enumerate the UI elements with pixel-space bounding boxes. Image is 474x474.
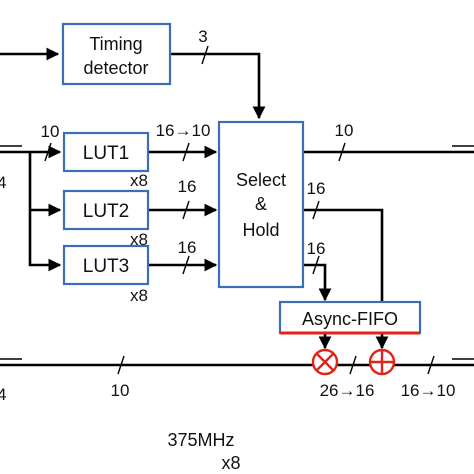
lut3-box	[62, 244, 150, 286]
timing-detector-label-2: detector	[83, 58, 148, 78]
clock-label: 375MHz	[167, 430, 234, 450]
clock-multiplicity: x8	[221, 453, 240, 473]
lut2-out-label: 16	[178, 177, 197, 196]
select-hold-label-2: &	[255, 194, 267, 214]
left-cut-mid-label: 4	[0, 173, 6, 192]
tick-select-out	[338, 142, 346, 162]
adder-icon	[368, 348, 396, 376]
tick-add-out	[427, 355, 435, 375]
wire-lut-branch	[28, 152, 62, 272]
select-hold-label-1: Select	[236, 170, 286, 190]
tick-lut3-out	[182, 255, 190, 275]
multiplier-icon	[311, 348, 339, 376]
tick-select-out2	[312, 200, 320, 220]
tick-timing	[201, 45, 209, 65]
lut2-box	[62, 189, 150, 231]
lut-input-width-label: 10	[41, 122, 60, 141]
lut1-multiplicity: x8	[130, 171, 148, 190]
lut3-out-label: 16	[178, 238, 197, 257]
select-hold-box	[217, 120, 305, 289]
async-fifo-box	[278, 300, 422, 335]
select-out2-label: 16	[307, 179, 326, 198]
tick-bottom-bus	[117, 355, 125, 375]
bottom-width-label: 10	[111, 381, 130, 400]
tick-lut2-out	[182, 200, 190, 220]
left-cut-bottom-label: 4	[0, 385, 6, 404]
lut1-box	[62, 131, 150, 173]
tick-lut1-out	[182, 142, 190, 162]
wire-select-out3	[303, 263, 332, 302]
timing-detector-label-1: Timing	[89, 34, 142, 54]
tick-select-out3	[312, 255, 320, 275]
wire-timing-output	[170, 52, 266, 120]
select-hold-label-3: Hold	[242, 220, 279, 240]
tick-mult-out	[349, 355, 357, 375]
async-fifo-label: Async-FIFO	[302, 309, 398, 329]
tick-lut-input	[44, 142, 52, 162]
mult-out-label: 26→16	[320, 381, 375, 400]
select-out-width-label: 10	[335, 121, 354, 140]
lut2-multiplicity: x8	[130, 230, 148, 249]
lut1-out-label: 16→10	[156, 121, 211, 140]
lut2-label: LUT2	[83, 201, 129, 222]
lut3-multiplicity: x8	[130, 286, 148, 305]
lut1-label: LUT1	[83, 143, 129, 164]
lut3-label: LUT3	[83, 256, 129, 277]
timing-width-label: 3	[198, 27, 207, 46]
add-out-label: 16→10	[401, 381, 456, 400]
timing-detector-box	[61, 22, 172, 86]
select-out3-label: 16	[307, 239, 326, 258]
